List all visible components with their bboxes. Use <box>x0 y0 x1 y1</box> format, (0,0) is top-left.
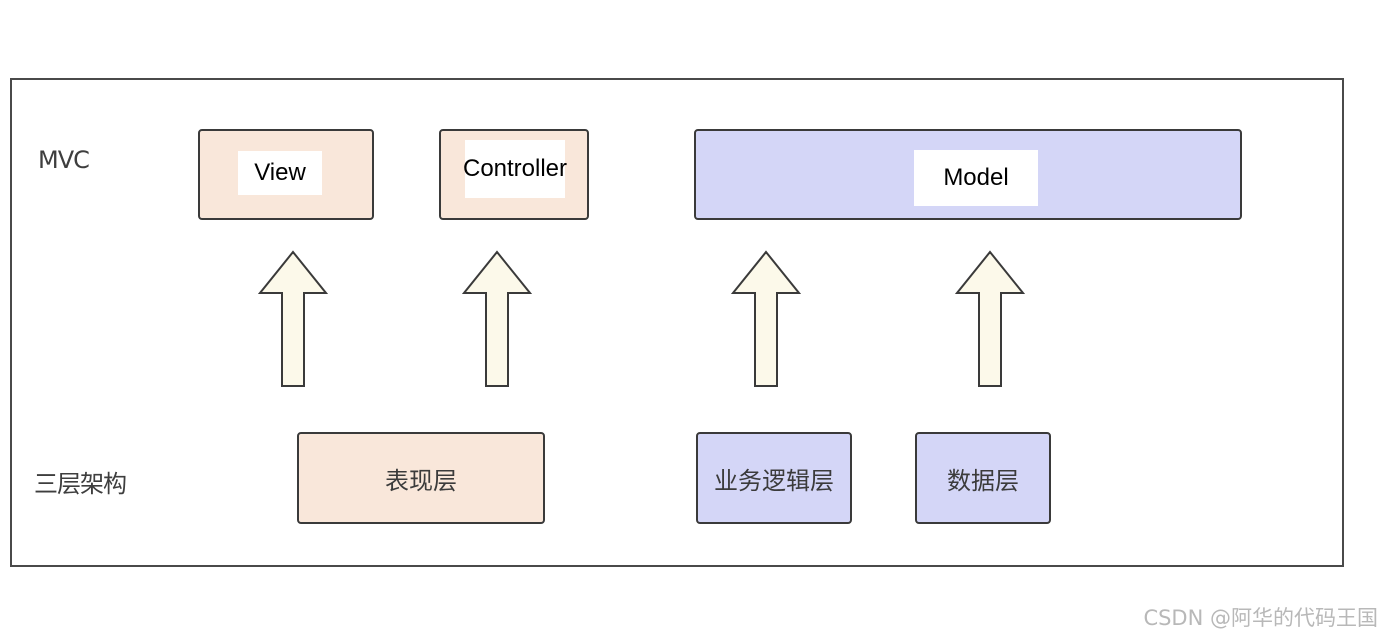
watermark: CSDN @阿华的代码王国 <box>1143 606 1378 630</box>
mvc-row-label: MVC <box>38 146 90 174</box>
view-box <box>198 129 374 220</box>
model-label: Model <box>914 150 1038 206</box>
up-arrow-icon <box>462 250 532 387</box>
up-arrow-icon <box>731 250 801 387</box>
up-arrow-icon <box>955 250 1025 387</box>
presentation-layer-box: 表现层 <box>297 432 545 524</box>
diagram-frame <box>10 78 1344 567</box>
business-logic-layer-box: 业务逻辑层 <box>696 432 852 524</box>
up-arrow-icon <box>258 250 328 387</box>
controller-label: Controller <box>463 140 567 198</box>
data-layer-box: 数据层 <box>915 432 1051 524</box>
three-tier-row-label: 三层架构 <box>34 470 127 498</box>
view-label: View <box>238 151 322 195</box>
